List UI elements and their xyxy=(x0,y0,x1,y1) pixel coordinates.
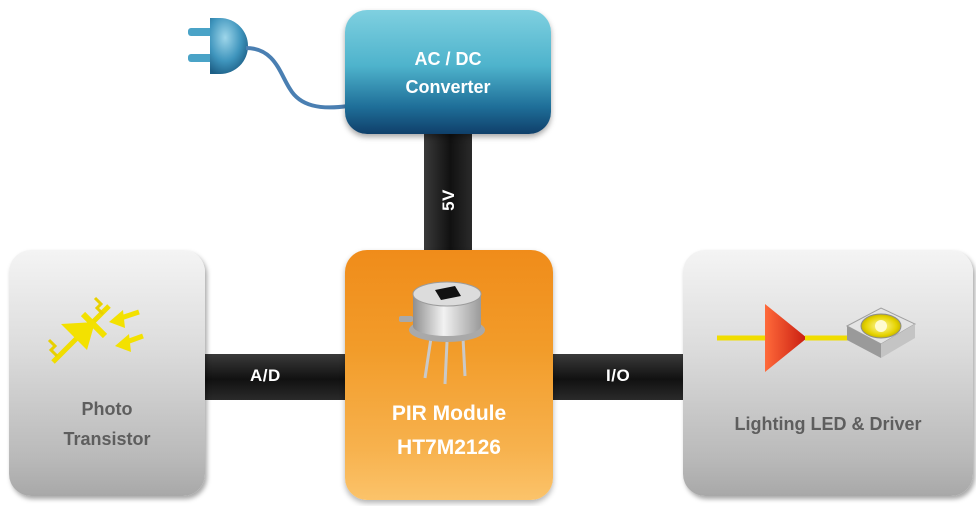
photo-transistor-title: Photo xyxy=(81,399,133,419)
power-connector xyxy=(424,130,472,256)
pir-sensor-icon xyxy=(399,281,485,385)
adc-connector-label: A/D xyxy=(250,366,281,385)
io-connector-label: I/O xyxy=(606,366,631,385)
lighting-led-driver-block: Lighting LED & Driver xyxy=(683,250,973,496)
lighting-led-driver-label: Lighting LED & Driver xyxy=(734,414,922,434)
led-driver-icon xyxy=(717,304,917,372)
ac-dc-title: AC / DC xyxy=(414,49,482,69)
power-connector-label: 5V xyxy=(439,189,458,211)
pir-module-block: PIR Module HT7M2126 xyxy=(345,250,553,500)
io-connector xyxy=(548,354,688,400)
photo-transistor-subtitle: Transistor xyxy=(63,429,151,449)
adc-connector xyxy=(200,354,352,400)
ac-dc-converter-block: AC / DC Converter xyxy=(345,10,551,134)
ac-dc-subtitle: Converter xyxy=(405,77,491,97)
power-plug-icon xyxy=(188,18,349,110)
phototransistor-icon xyxy=(47,296,144,364)
photo-transistor-block: Photo Transistor xyxy=(9,250,205,496)
pir-module-subtitle: HT7M2126 xyxy=(397,436,501,459)
pir-module-title: PIR Module xyxy=(391,402,507,425)
